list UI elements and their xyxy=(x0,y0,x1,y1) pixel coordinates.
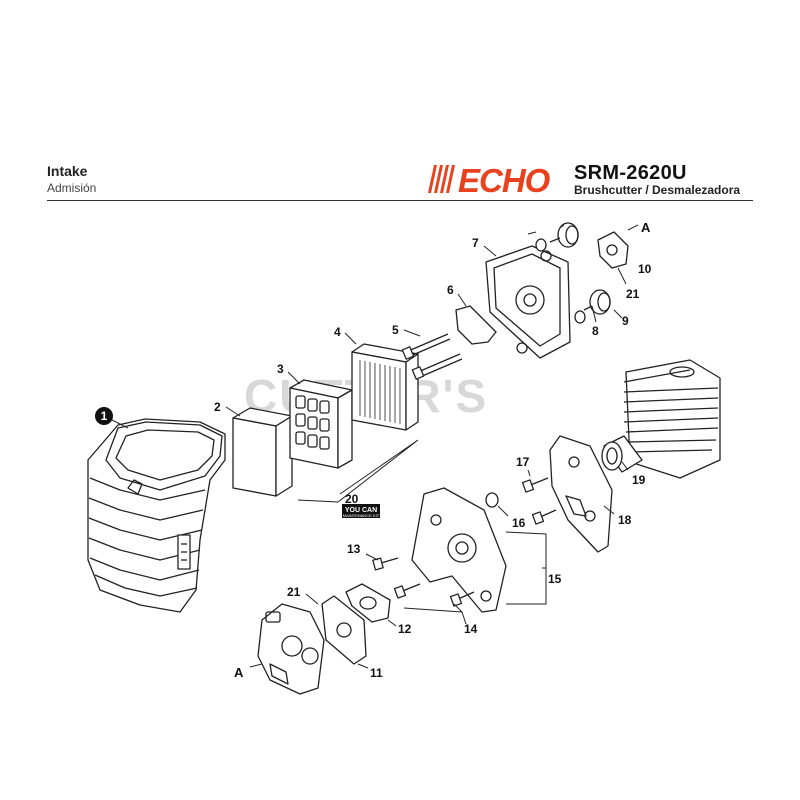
callout-10: 10 xyxy=(638,262,652,276)
callout-9: 9 xyxy=(622,314,629,328)
intake-pipe xyxy=(601,435,643,473)
brand-wordmark: ECHO xyxy=(458,163,551,195)
section-title: Intake xyxy=(47,163,88,179)
leader-lines xyxy=(111,224,639,669)
echo-logo: ECHO xyxy=(428,163,552,195)
kit-badge-line1: YOU CAN xyxy=(345,507,377,514)
filter-grid-frame xyxy=(289,379,353,469)
pre-filter-element xyxy=(232,407,293,497)
carburetor xyxy=(257,603,325,695)
callout-21-top: 21 xyxy=(626,287,640,301)
callout-4: 4 xyxy=(334,325,341,339)
reference-a-bottom: A xyxy=(234,665,244,680)
callout-16: 16 xyxy=(512,516,526,530)
maintenance-kit-badge: YOU CAN MAINTENANCE KIT xyxy=(342,504,380,518)
header-divider xyxy=(47,200,753,201)
callout-11: 11 xyxy=(370,666,383,680)
bolts-14 xyxy=(393,583,475,607)
callout-2: 2 xyxy=(214,400,221,414)
callout-1-label: 1 xyxy=(101,409,108,423)
knobs xyxy=(549,222,611,315)
diagram-header: Intake Admisión ECHO SRM-2620U Brushcutt… xyxy=(0,0,800,210)
callout-13: 13 xyxy=(347,542,361,556)
kit-badge-line2: MAINTENANCE KIT xyxy=(343,513,380,518)
callout-12: 12 xyxy=(398,622,412,636)
carb-insulator xyxy=(345,583,391,623)
model-number: SRM-2620U xyxy=(574,162,687,184)
callout-14: 14 xyxy=(464,622,478,636)
callout-6: 6 xyxy=(447,283,454,297)
bolts-17 xyxy=(521,477,557,525)
callout-20: 20 xyxy=(345,492,359,506)
insulator-plate xyxy=(549,435,613,553)
washers xyxy=(535,238,586,324)
callout-1: 1 xyxy=(95,407,113,425)
reference-a-top: A xyxy=(641,220,651,235)
callout-18: 18 xyxy=(618,513,632,527)
carburetor-bracket xyxy=(411,487,507,613)
air-filter-element xyxy=(351,343,419,431)
callout-5: 5 xyxy=(392,323,399,337)
gasket-bottom xyxy=(321,595,367,665)
callout-19: 19 xyxy=(632,473,646,487)
choke-plate xyxy=(455,305,497,345)
air-filter-cover xyxy=(87,418,226,613)
model-description: Brushcutter / Desmalezadora xyxy=(574,183,741,197)
callout-7: 7 xyxy=(472,236,479,250)
callout-17: 17 xyxy=(516,455,530,469)
callout-21-bottom: 21 xyxy=(287,585,301,599)
callout-8: 8 xyxy=(592,324,599,338)
screws-5 xyxy=(401,333,463,380)
callout-3: 3 xyxy=(277,362,284,376)
gasket-top xyxy=(597,231,629,269)
air-filter-base xyxy=(485,245,571,359)
callout-15: 15 xyxy=(548,572,562,586)
section-subtitle: Admisión xyxy=(47,181,97,195)
spacer xyxy=(485,492,499,508)
